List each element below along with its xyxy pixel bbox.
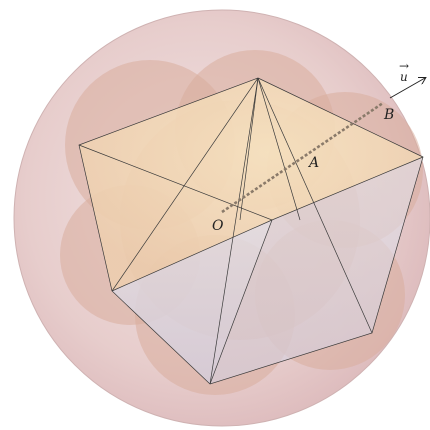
segment-ob xyxy=(221,101,384,214)
front-face-left xyxy=(112,220,272,384)
top-face xyxy=(79,78,423,291)
label-vector-arrow: → xyxy=(399,59,409,73)
polyhedron-edges xyxy=(78,77,424,385)
label-vector-u: u xyxy=(400,70,408,84)
label-point-a: A xyxy=(307,155,319,171)
label-point-b: B xyxy=(383,107,394,123)
vector-u-arrow xyxy=(389,78,425,99)
label-origin: O xyxy=(212,218,224,234)
